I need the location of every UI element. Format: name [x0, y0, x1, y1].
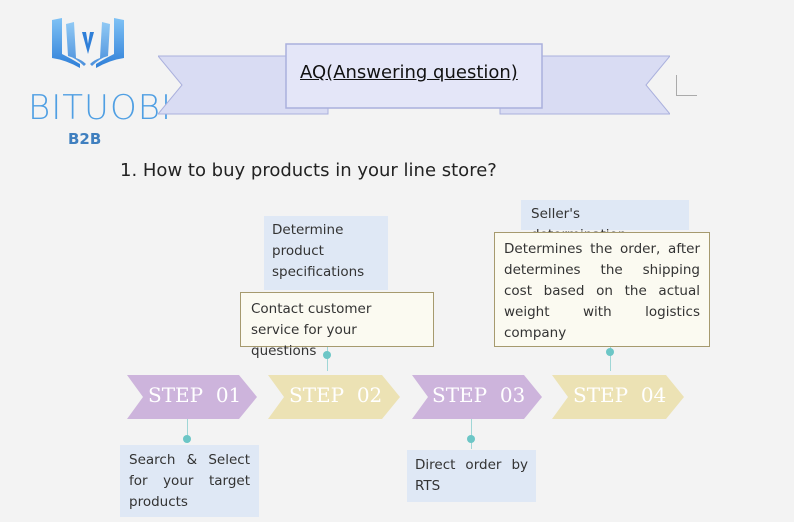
connector-step-02	[327, 347, 328, 371]
connector-step-04	[610, 347, 611, 371]
note-determine-specs: Determine product specifications	[264, 216, 388, 290]
step-04-chevron	[552, 375, 684, 419]
connector-dot-step-03	[467, 435, 475, 443]
connector-dot-step-04	[606, 348, 614, 356]
note-direct-order: Direct order by RTS	[407, 450, 536, 502]
note-contact-service: Contact customer service for your questi…	[240, 292, 434, 359]
note-order-shipping: Determines the order, after determines t…	[494, 232, 710, 347]
step-04-shape	[552, 375, 684, 419]
step-03-shape	[412, 375, 542, 419]
step-01-chevron	[127, 375, 257, 419]
note-search-select: Search & Select for your target products	[120, 445, 259, 517]
step-02-label: STEP 02	[289, 383, 383, 407]
step-03-chevron	[412, 375, 542, 419]
logo-book-icon	[52, 18, 124, 68]
connector-dot-step-01	[183, 435, 191, 443]
title-ribbon	[158, 43, 670, 115]
connector-dot-step-02	[323, 351, 331, 359]
connector-step-01	[187, 419, 188, 443]
corner-mark	[676, 75, 697, 96]
page-title: AQ(Answering question)	[300, 62, 518, 83]
step-04-label: STEP 04	[573, 383, 667, 407]
step-02-chevron	[268, 375, 400, 419]
step-02-shape	[268, 375, 400, 419]
note-seller-determination: Seller's determination	[521, 200, 689, 243]
step-03-label: STEP 03	[432, 383, 526, 407]
faq-question: 1. How to buy products in your line stor…	[120, 160, 497, 181]
step-01-label: STEP 01	[148, 383, 242, 407]
connector-step-03	[471, 419, 472, 449]
step-01-shape	[127, 375, 257, 419]
logo-subtitle: B2B	[68, 130, 102, 148]
logo-wordmark: BITUOBI	[28, 88, 172, 128]
